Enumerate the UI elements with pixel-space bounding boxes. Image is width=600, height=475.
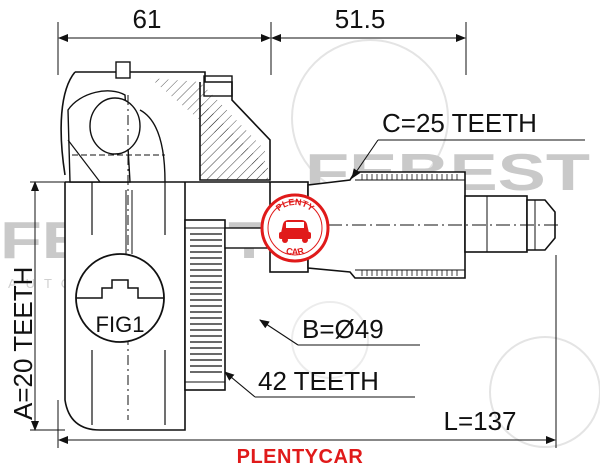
footer-brand: PLENTYCAR [236,446,364,468]
car-icon [279,220,311,243]
dimension-total-length: L=137 [57,255,557,448]
outer-diameter-label: B=Ø49 [302,314,384,344]
dimension-51-5-label: 51.5 [335,4,386,34]
plentycar-stamp: PLENTY CAR [260,193,330,263]
svg-text:PLENTY: PLENTY [274,197,316,213]
shaft-spline-label: C=25 TEETH [382,108,537,138]
inner-race [67,90,166,420]
leader-shaft-spline: C=25 TEETH [351,108,585,179]
leader-abs-ring: 42 TEETH [224,366,415,398]
abs-ring [184,219,226,391]
fig1-detail: FIG1 [75,190,165,343]
dimension-top-right: 51.5 [271,4,467,75]
stamp-inner-ring [267,200,323,256]
stamp-bottom-text: CAR [285,245,305,257]
inner-spline-label: A=20 TEETH [8,267,38,420]
total-length-label: L=137 [443,406,516,436]
fig1-label: FIG1 [96,312,145,337]
stamp-top-text: PLENTY [274,197,316,213]
shaft-spline-lines [361,174,458,276]
dimension-61-label: 61 [133,4,162,34]
abs-ring-label: 42 TEETH [258,366,379,396]
svg-text:CAR: CAR [285,245,305,257]
dimension-inner-spline: A=20 TEETH [8,181,65,431]
leader-outer-diameter: B=Ø49 [259,314,420,346]
abs-ring-teeth [190,233,222,373]
dimension-top-left: 61 [57,4,272,75]
